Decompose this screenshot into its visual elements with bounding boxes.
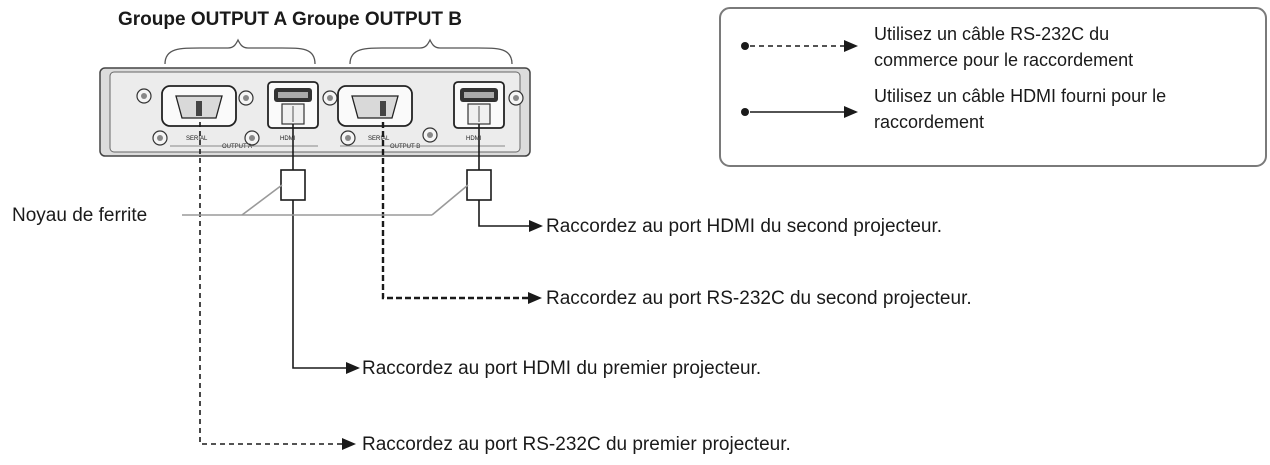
legend-dashed-dot: [741, 42, 749, 50]
label-hdmi-first: Raccordez au port HDMI du premier projec…: [362, 358, 761, 379]
legend-dashed-text-2: commerce pour le raccordement: [874, 50, 1133, 70]
label-hdmi-second: Raccordez au port HDMI du second project…: [546, 216, 942, 237]
screw-icon: [422, 127, 438, 143]
serial-label-a: SERIAL: [186, 136, 208, 142]
legend-dashed-text-1: Utilisez un câble RS-232C du: [874, 24, 1109, 44]
serial-port-b: [337, 85, 413, 127]
ferrite-leader-a: [241, 184, 283, 216]
ferrite-core-b: [466, 169, 492, 201]
hdmi-cable-b-out: [478, 200, 543, 232]
rs232-cable-a: [199, 122, 356, 450]
serial-label-b: SERIAL: [368, 136, 390, 142]
group-title-a: Groupe OUTPUT A: [118, 9, 288, 30]
screw-icon: [244, 130, 260, 146]
screw-icon: [238, 90, 254, 106]
ferrite-core-a: [280, 169, 306, 201]
ferrite-label: Noyau de ferrite: [12, 205, 147, 226]
hdmi-port-b: [453, 81, 505, 129]
serial-port-a: [161, 85, 237, 127]
screw-icon: [322, 90, 338, 106]
ferrite-leader-b: [431, 184, 469, 216]
device-panel: SERIAL HDMI OUTPUT A SERIAL HDMI OUTPUT …: [99, 67, 531, 157]
screw-icon: [508, 90, 524, 106]
hdmi-cable-a-out: [292, 200, 360, 374]
screw-icon: [340, 130, 356, 146]
label-rs232-second: Raccordez au port RS-232C du second proj…: [546, 288, 972, 309]
screw-icon: [152, 130, 168, 146]
group-label-a: OUTPUT A: [222, 144, 252, 150]
legend-solid-text-2: raccordement: [874, 112, 984, 132]
group-title-b: Groupe OUTPUT B: [292, 9, 462, 30]
hdmi-port-a: [267, 81, 319, 129]
legend-box: Utilisez un câble RS-232C du commerce po…: [719, 7, 1267, 167]
brace-output-a: [164, 38, 316, 65]
legend-solid-text-1: Utilisez un câble HDMI fourni pour le: [874, 86, 1166, 106]
hdmi-label-b: HDMI: [466, 136, 482, 142]
group-label-b: OUTPUT B: [390, 144, 420, 150]
label-rs232-first: Raccordez au port RS-232C du premier pro…: [362, 434, 791, 455]
brace-output-b: [349, 38, 513, 65]
hdmi-label-a: HDMI: [280, 136, 296, 142]
legend-solid-dot: [741, 108, 749, 116]
rs232-cable-b: [381, 122, 542, 304]
screw-icon: [136, 88, 152, 104]
